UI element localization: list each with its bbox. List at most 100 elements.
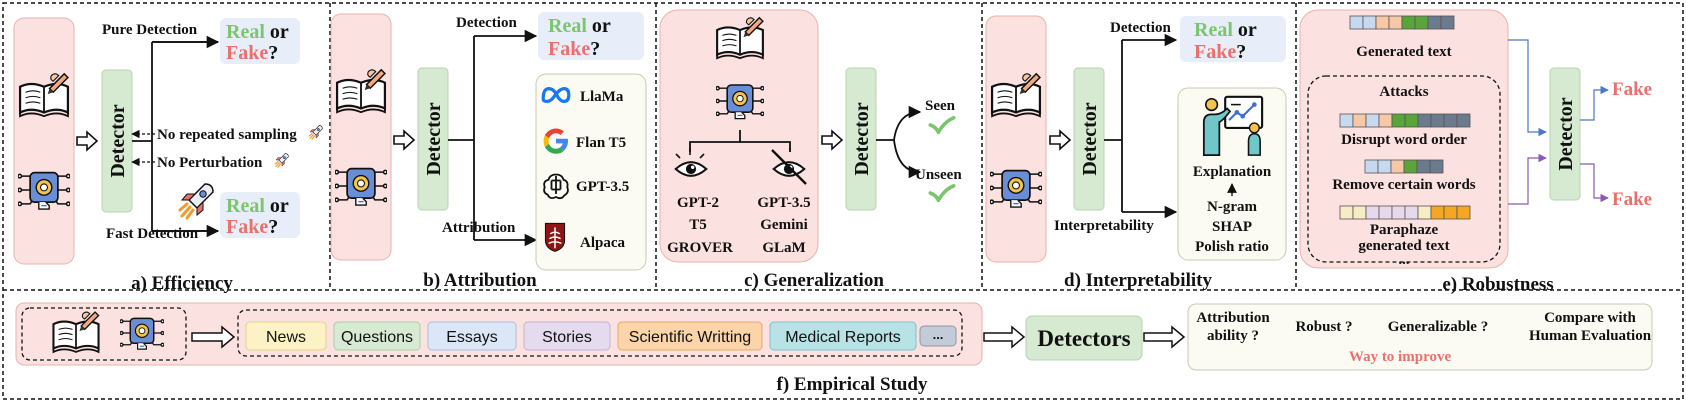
rocket-icon: [178, 182, 215, 220]
detector-box: [845, 67, 877, 211]
detector-label: Detector: [851, 102, 873, 175]
attacks-label: Attacks: [1379, 84, 1428, 100]
answer-text: Fake?: [1194, 41, 1246, 63]
detector-box: [1073, 67, 1105, 211]
generalizable-q: Generalizable ?: [1388, 319, 1488, 335]
panel-generalization: GPT-2 T5 GROVER GPT-3.5 Gemini GLaM Dete…: [659, 9, 962, 291]
unseen-model: GLaM: [762, 240, 805, 256]
answer-box: [220, 18, 300, 64]
no-repeated-sampling-label: No repeated sampling: [157, 127, 297, 143]
fast-detection-label: Fast Detection: [106, 226, 199, 242]
caption-efficiency: a) Efficiency: [131, 273, 233, 294]
domain-chip: Stories: [542, 329, 592, 346]
source-box: [1299, 9, 1509, 269]
detector-box: [1549, 67, 1581, 201]
domain-chip: Essays: [446, 329, 498, 346]
attribution-ability-q: Attribution: [1196, 310, 1270, 326]
token-row-disrupt: [1339, 113, 1471, 128]
domain-chip: Questions: [341, 329, 413, 346]
answer-text: Real or: [548, 15, 611, 37]
token-row-remove: [1364, 159, 1444, 174]
model-gpt35: GPT-3.5: [576, 179, 629, 195]
source-box: [659, 9, 819, 263]
hollow-arrow: [1143, 325, 1186, 349]
method-ngram: N-gram: [1207, 199, 1257, 215]
check-icon: [928, 184, 956, 202]
unseen-model: GPT-3.5: [757, 195, 810, 211]
method-polish-ratio: Polish ratio: [1195, 239, 1269, 255]
stanford-logo-icon: [544, 222, 566, 253]
model-alpaca: Alpaca: [580, 235, 626, 251]
model-flan-t5: Flan T5: [576, 135, 626, 151]
remove-label: Remove certain words: [1332, 177, 1475, 193]
answer-text: Fake?: [548, 38, 600, 60]
domain-chip-box: [919, 325, 957, 347]
hollow-arrow: [393, 129, 416, 151]
token-row-paraphrase: [1339, 205, 1471, 220]
caption-robustness: e) Robustness: [1442, 274, 1553, 295]
token-row-generated: [1349, 15, 1455, 30]
domain-group: [237, 309, 963, 357]
source-box: [13, 17, 75, 265]
caption-generalization: c) Generalization: [744, 270, 884, 291]
answer-box: [220, 192, 300, 238]
seen-model: GROVER: [667, 240, 733, 256]
rocket-icon: [274, 153, 289, 168]
answer-text: Real or: [1194, 19, 1257, 41]
interpretability-label: Interpretability: [1054, 218, 1154, 234]
detector-label: Detector: [423, 102, 445, 175]
explanation-label: Explanation: [1193, 164, 1272, 180]
domain-chip-box: [245, 321, 327, 351]
paraphrase-label: Paraphaze: [1370, 222, 1439, 238]
source-group: [21, 307, 187, 361]
model-list-box: [535, 73, 647, 271]
detector-label: Detector: [107, 104, 129, 177]
attacks-box: [1307, 75, 1501, 263]
model-llama: LlaMa: [580, 89, 624, 105]
panel-robustness: Generated text Attacks Disrupt word orde…: [1299, 9, 1652, 295]
seen-model: GPT-2: [677, 195, 719, 211]
attribution-ability-q: ability ?: [1207, 328, 1259, 344]
domain-chip-box: [617, 321, 763, 351]
ellipsis: ...: [1398, 252, 1410, 268]
hollow-arrow: [191, 325, 236, 349]
detectors-label: Detectors: [1037, 326, 1130, 351]
rocket-icon: [308, 124, 323, 140]
panel-interpretability: Detector Detection Interpretability Real…: [985, 15, 1287, 291]
source-box: [985, 15, 1047, 263]
fake-result: Fake: [1612, 189, 1652, 210]
robust-q: Robust ?: [1295, 319, 1352, 335]
domain-chip: ...: [933, 327, 944, 342]
answer-text: Real or: [226, 21, 289, 43]
answer-box: [1180, 16, 1286, 62]
source-box: [330, 13, 392, 261]
answer-text: Fake?: [226, 216, 278, 238]
hollow-arrow: [983, 325, 1026, 349]
domain-chip: Medical Reports: [785, 329, 901, 346]
panel-efficiency: Detector Pure Detection Fast Detection N…: [13, 17, 323, 294]
detection-label: Detection: [456, 15, 517, 31]
unseen-model: Gemini: [760, 217, 808, 233]
disrupt-label: Disrupt word order: [1341, 132, 1467, 148]
detectors-box: [1025, 315, 1143, 361]
detector-label: Detector: [1079, 102, 1101, 175]
hollow-arrow: [76, 130, 99, 152]
caption-interpretability: d) Interpretability: [1064, 270, 1212, 291]
no-perturbation-label: No Perturbation: [157, 155, 263, 171]
unseen-label: Unseen: [915, 167, 962, 183]
answer-box: [538, 12, 644, 60]
fake-result: Fake: [1612, 79, 1652, 100]
domain-chip-box: [333, 321, 421, 351]
flow-lines: [132, 41, 218, 232]
way-to-improve: Way to improve: [1349, 349, 1452, 365]
detector-label: Detector: [1555, 97, 1577, 170]
domain-chip-box: [427, 321, 517, 351]
compare-human-eval: Human Evaluation: [1529, 328, 1652, 344]
detection-label: Detection: [1110, 20, 1171, 36]
seen-model: T5: [689, 217, 707, 233]
hollow-arrow: [1049, 129, 1072, 151]
